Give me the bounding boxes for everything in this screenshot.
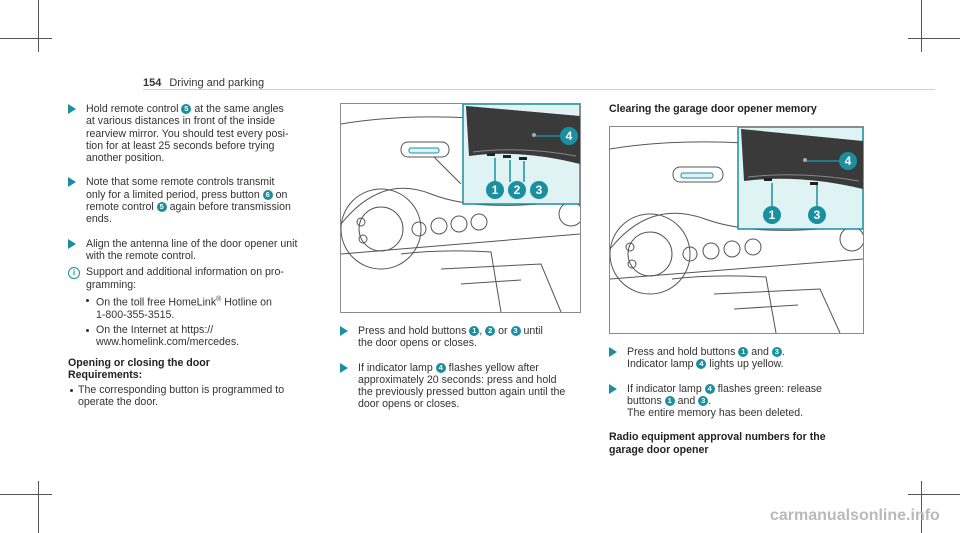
info-icon: i (68, 267, 80, 280)
crop-mark (921, 0, 922, 52)
crop-mark (0, 38, 52, 39)
step-arrow-icon (68, 238, 76, 249)
watermark: carmanualsonline.info (770, 507, 940, 524)
callout-5: 5 (181, 104, 192, 114)
crop-mark (908, 38, 960, 39)
section-title: Driving and parking (169, 77, 265, 89)
bullet-dot (86, 328, 89, 332)
page-number: 154 (143, 77, 162, 89)
instruction-step: Note that some remote controls transmit … (68, 176, 330, 225)
instruction-step: Press and hold buttons 1 and 3. Indicato… (609, 346, 909, 371)
callout-6: 6 (262, 189, 273, 200)
header-rule (143, 89, 935, 90)
step-arrow-icon (609, 383, 617, 394)
bullet-dot (86, 298, 89, 302)
callout-1: 1 (469, 326, 480, 336)
callout-4: 4 (704, 383, 715, 394)
list-item: On the toll free HomeLink® Hotline on 1-… (68, 294, 330, 321)
figure-callout-1: 1 (769, 208, 776, 222)
middle-column: Press and hold buttons 1, 2 or 3 until t… (340, 325, 590, 423)
right-heading: Clearing the garage door opener memory (609, 103, 817, 115)
callout-5: 5 (156, 202, 167, 213)
callout-2: 2 (485, 326, 496, 336)
callout-1: 1 (664, 395, 675, 406)
step-arrow-icon (340, 326, 348, 336)
crop-mark (908, 494, 960, 495)
right-column: Press and hold buttons 1 and 3. Indicato… (609, 346, 909, 456)
dashboard-figure-2: 1 3 4 (609, 126, 864, 334)
step-arrow-icon (609, 347, 617, 357)
step-arrow-icon (68, 104, 76, 114)
instruction-step: If indicator lamp 4 flashes yellow after… (340, 362, 590, 411)
step-arrow-icon (68, 177, 76, 188)
callout-1: 1 (738, 347, 749, 357)
section-heading: Opening or closing the door (68, 356, 210, 369)
crop-mark (0, 494, 52, 495)
figure-callout-2: 2 (514, 183, 521, 197)
homelink-link[interactable]: www.homelink.com/mercedes. (96, 336, 240, 349)
requirements-heading: Requirements: (68, 368, 143, 381)
crop-mark (38, 481, 39, 533)
callout-3: 3 (510, 326, 521, 336)
crop-mark (38, 0, 39, 52)
instruction-step: Hold remote control 5 at the same angles… (68, 103, 330, 164)
figure-callout-4: 4 (845, 154, 852, 168)
instruction-step: Press and hold buttons 1, 2 or 3 until t… (340, 325, 590, 350)
info-note: i Support and additional information on … (68, 266, 330, 291)
section-heading: Radio equipment approval numbers for the… (609, 431, 826, 456)
figure-callout-4: 4 (566, 129, 573, 143)
list-item: On the Internet at https:// www.homelink… (68, 324, 330, 349)
callout-4: 4 (696, 359, 707, 370)
instruction-step: If indicator lamp 4 flashes green: relea… (609, 383, 909, 420)
page-header: 154 Driving and parking (143, 77, 264, 89)
instruction-step: Align the antenna line of the door opene… (68, 238, 330, 263)
figure-callout-3: 3 (814, 208, 821, 222)
homelink-link[interactable]: On the Internet at https:// (96, 323, 214, 336)
step-arrow-icon (340, 362, 348, 373)
callout-4: 4 (435, 362, 446, 373)
left-column: Hold remote control 5 at the same angles… (68, 103, 330, 412)
crop-mark (921, 481, 922, 533)
figure-callout-1: 1 (492, 183, 499, 197)
callout-3: 3 (698, 395, 709, 406)
callout-3: 3 (771, 347, 782, 357)
dashboard-illustration: 1 3 4 (610, 127, 863, 333)
list-item: The corresponding button is programmed t… (68, 384, 330, 409)
bullet-dot (70, 389, 73, 393)
dashboard-illustration: 1 2 3 4 (341, 104, 580, 312)
figure-callout-3: 3 (536, 183, 543, 197)
dashboard-figure-1: 1 2 3 4 (340, 103, 581, 313)
